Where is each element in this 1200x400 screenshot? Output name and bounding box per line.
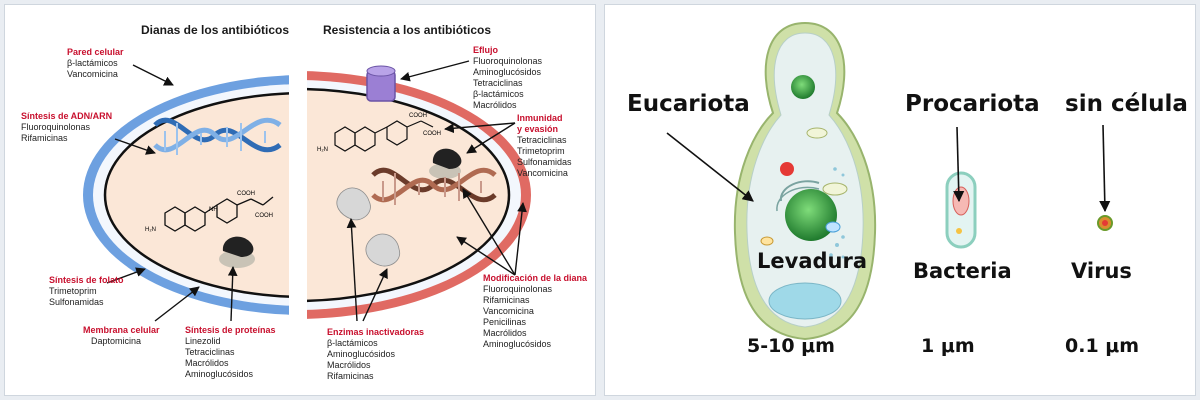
organism-yeast: Levadura (757, 249, 867, 273)
bacterium-icon (945, 171, 977, 249)
target-protein: Síntesis de proteínas Linezolid Tetracic… (185, 325, 276, 379)
cell-size-diagram (666, 21, 1113, 341)
folate-molecule-icon (164, 196, 274, 232)
label-prokaryote: Procariota (905, 91, 1040, 117)
ribosome-resistance-icon (429, 148, 462, 179)
yeast-cell-icon (733, 21, 877, 341)
ribosome-icon (219, 236, 255, 268)
label-eukaryote: Eucariota (627, 91, 750, 117)
label-arrows (666, 124, 1111, 213)
dna-helix-icon (153, 117, 282, 155)
antibiotics-panel: COOH COOH H₂N NH COOH COOH H₂N (4, 4, 596, 396)
resistance-immunity: Inmunidad y evasión Tetraciclinas Trimet… (517, 113, 572, 178)
size-yeast: 5-10 μm (747, 335, 835, 357)
resistance-target-modification: Modificación de la diana Fluoroquinolona… (483, 273, 588, 349)
enzyme-icon-2 (365, 233, 401, 267)
target-arrows (106, 64, 238, 322)
efflux-pump-icon (366, 65, 396, 102)
size-bacteria: 1 μm (921, 335, 975, 357)
chem-h2n: H₂N (145, 227, 156, 233)
chem-nh: NH (209, 207, 218, 213)
dna-helix-resistance-icon (371, 167, 497, 205)
enzyme-icon-1 (336, 187, 371, 221)
label-acellular: sin célula (1065, 91, 1188, 117)
resistance-arrows (346, 60, 527, 322)
organism-virus: Virus (1071, 259, 1132, 283)
target-cell-wall: Pared celular β-lactámicos Vancomicina (67, 47, 124, 79)
virus-icon (1097, 215, 1113, 231)
size-virus: 0.1 μm (1065, 335, 1140, 357)
resistance-efflux: Eflujo Fluoroquinolonas Aminoglucósidos … (473, 45, 543, 110)
chem-cooh-3: COOH (409, 113, 427, 119)
chem-h2n-2: H₂N (317, 147, 328, 153)
organism-bacteria: Bacteria (913, 259, 1012, 283)
target-membrane: Membrana celular Daptomicina (83, 325, 160, 346)
chem-cooh-4: COOH (423, 131, 441, 137)
heading-targets: Dianas de los antibióticos (141, 23, 290, 37)
folate-molecule-resistance-icon (334, 120, 434, 152)
target-folate: Síntesis de folato Trimetoprim Sulfonami… (49, 275, 124, 307)
cell-size-panel: Eucariota Procariota sin célula Levadura… (604, 4, 1196, 396)
resistance-inactivating-enzymes: Enzimas inactivadoras β-lactámicos Amino… (327, 327, 425, 381)
antibiotics-diagram: COOH COOH H₂N NH COOH COOH H₂N (83, 45, 531, 345)
target-dna-rna: Síntesis de ADN/ARN Fluoroquinolonas Rif… (21, 111, 113, 143)
chem-cooh-2: COOH (255, 213, 273, 219)
heading-resistance: Resistencia a los antibióticos (323, 23, 492, 37)
chem-cooh-1: COOH (237, 191, 255, 197)
target-cell-wall-title: Pared celular (67, 47, 124, 57)
